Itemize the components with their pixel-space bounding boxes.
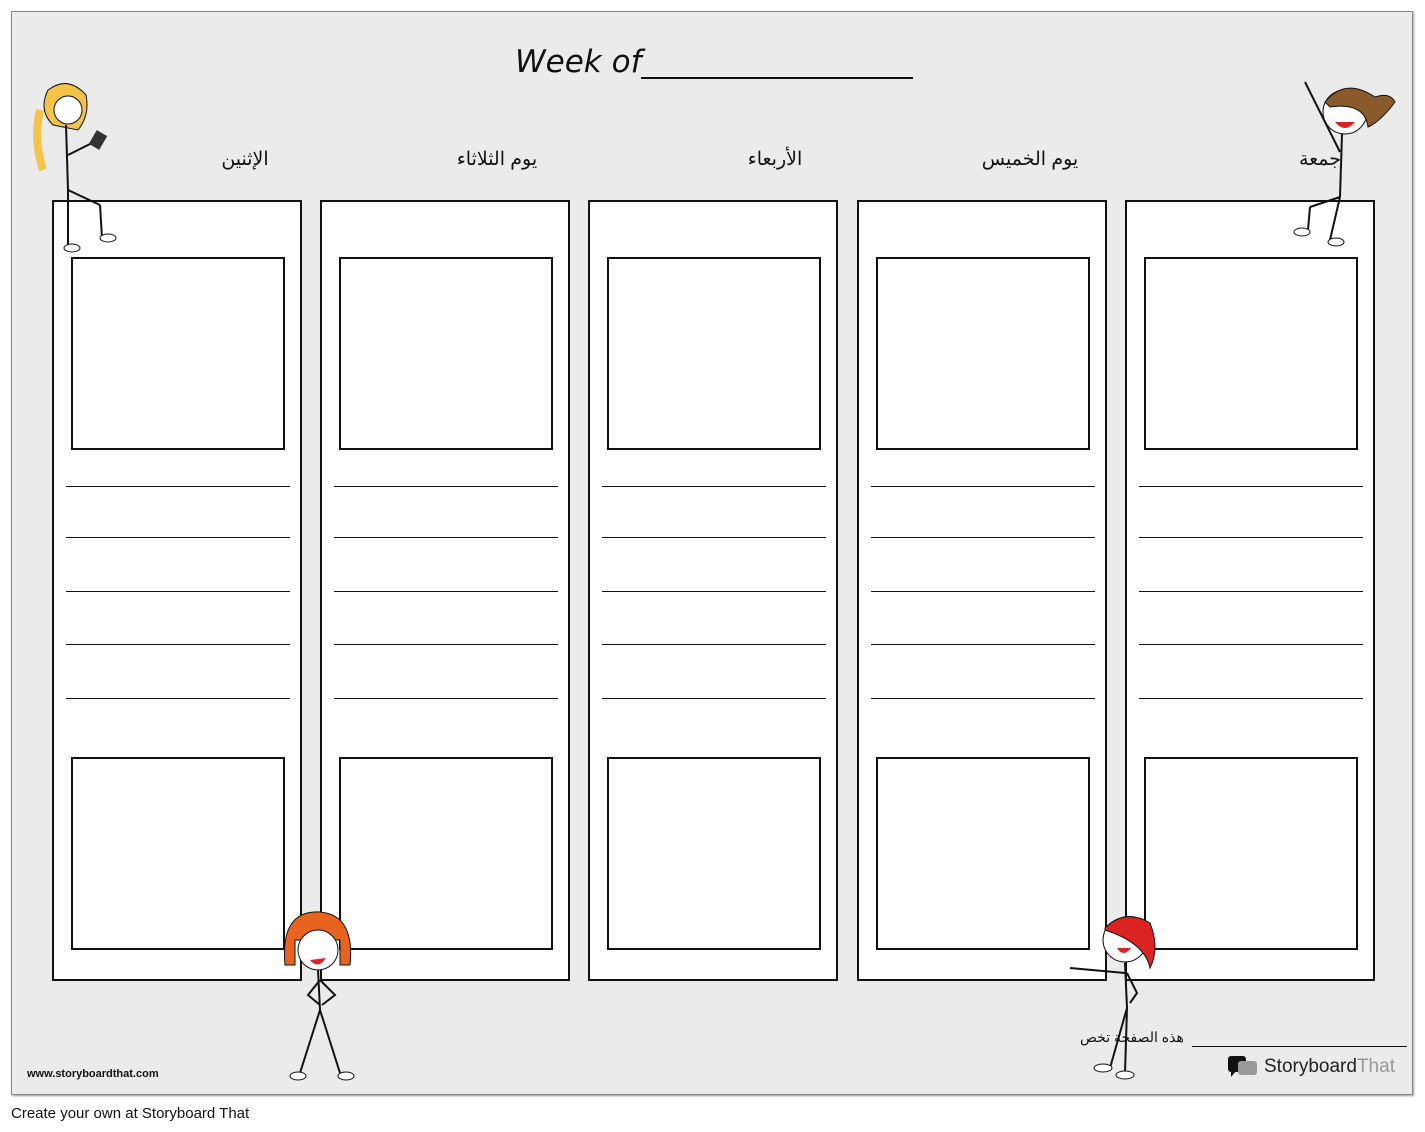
writing-line[interactable] <box>334 537 558 538</box>
writing-line[interactable] <box>334 591 558 592</box>
day-label-friday: جمعة <box>1298 149 1342 170</box>
writing-line[interactable] <box>871 591 1095 592</box>
writing-line[interactable] <box>66 698 290 699</box>
storyboardthat-logo: StoryboardThat <box>1228 1056 1395 1078</box>
writing-line[interactable] <box>871 698 1095 699</box>
drawing-box-bottom[interactable] <box>339 757 553 950</box>
drawing-box-bottom[interactable] <box>607 757 821 950</box>
writing-line[interactable] <box>1139 537 1363 538</box>
drawing-box-bottom[interactable] <box>876 757 1090 950</box>
page-title: Week of <box>515 44 642 80</box>
boy-cap-figure <box>1069 916 1156 1080</box>
writing-line[interactable] <box>1139 591 1363 592</box>
day-column <box>320 200 570 981</box>
drawing-box-top[interactable] <box>71 257 285 450</box>
drawing-box-top[interactable] <box>1144 257 1358 450</box>
logo-text-that: That <box>1356 1056 1395 1077</box>
girl-redhead-figure <box>283 911 355 1081</box>
writing-line[interactable] <box>334 486 558 487</box>
belongs-to-label: هذه الصفحة تخص <box>1080 1029 1184 1045</box>
writing-line[interactable] <box>66 486 290 487</box>
create-your-own-link[interactable]: Create your own at Storyboard That <box>11 1105 250 1122</box>
drawing-box-bottom[interactable] <box>71 757 285 950</box>
drawing-box-bottom[interactable] <box>1144 757 1358 950</box>
day-label-wednesday: الأربعاء <box>747 149 803 170</box>
writing-line[interactable] <box>871 537 1095 538</box>
week-blank-line <box>641 77 913 79</box>
day-column <box>52 200 302 981</box>
day-column <box>1125 200 1375 981</box>
drawing-box-top[interactable] <box>607 257 821 450</box>
writing-line[interactable] <box>66 591 290 592</box>
day-column <box>588 200 838 981</box>
writing-line[interactable] <box>871 644 1095 645</box>
writing-line[interactable] <box>66 644 290 645</box>
writing-line[interactable] <box>334 644 558 645</box>
day-label-tuesday: يوم الثلاثاء <box>456 149 538 170</box>
writing-line[interactable] <box>1139 644 1363 645</box>
writing-line[interactable] <box>602 591 826 592</box>
drawing-box-top[interactable] <box>876 257 1090 450</box>
drawing-box-top[interactable] <box>339 257 553 450</box>
day-label-thursday: يوم الخميس <box>981 149 1079 170</box>
girl-glasses-figure <box>33 83 117 253</box>
writing-line[interactable] <box>66 537 290 538</box>
day-label-monday: الإثنين <box>221 149 269 170</box>
writing-line[interactable] <box>602 698 826 699</box>
writing-line[interactable] <box>871 486 1095 487</box>
writing-line[interactable] <box>602 644 826 645</box>
logo-text-storyboard: Storyboard <box>1264 1056 1357 1077</box>
writing-line[interactable] <box>334 698 558 699</box>
website-url: www.storyboardthat.com <box>27 1068 159 1080</box>
writing-line[interactable] <box>602 537 826 538</box>
writing-line[interactable] <box>1139 486 1363 487</box>
speech-bubbles-icon <box>1228 1056 1257 1077</box>
name-blank-line <box>1192 1046 1407 1047</box>
writing-line[interactable] <box>602 486 826 487</box>
day-column <box>857 200 1107 981</box>
girl-waving-figure <box>1293 81 1396 247</box>
writing-line[interactable] <box>1139 698 1363 699</box>
